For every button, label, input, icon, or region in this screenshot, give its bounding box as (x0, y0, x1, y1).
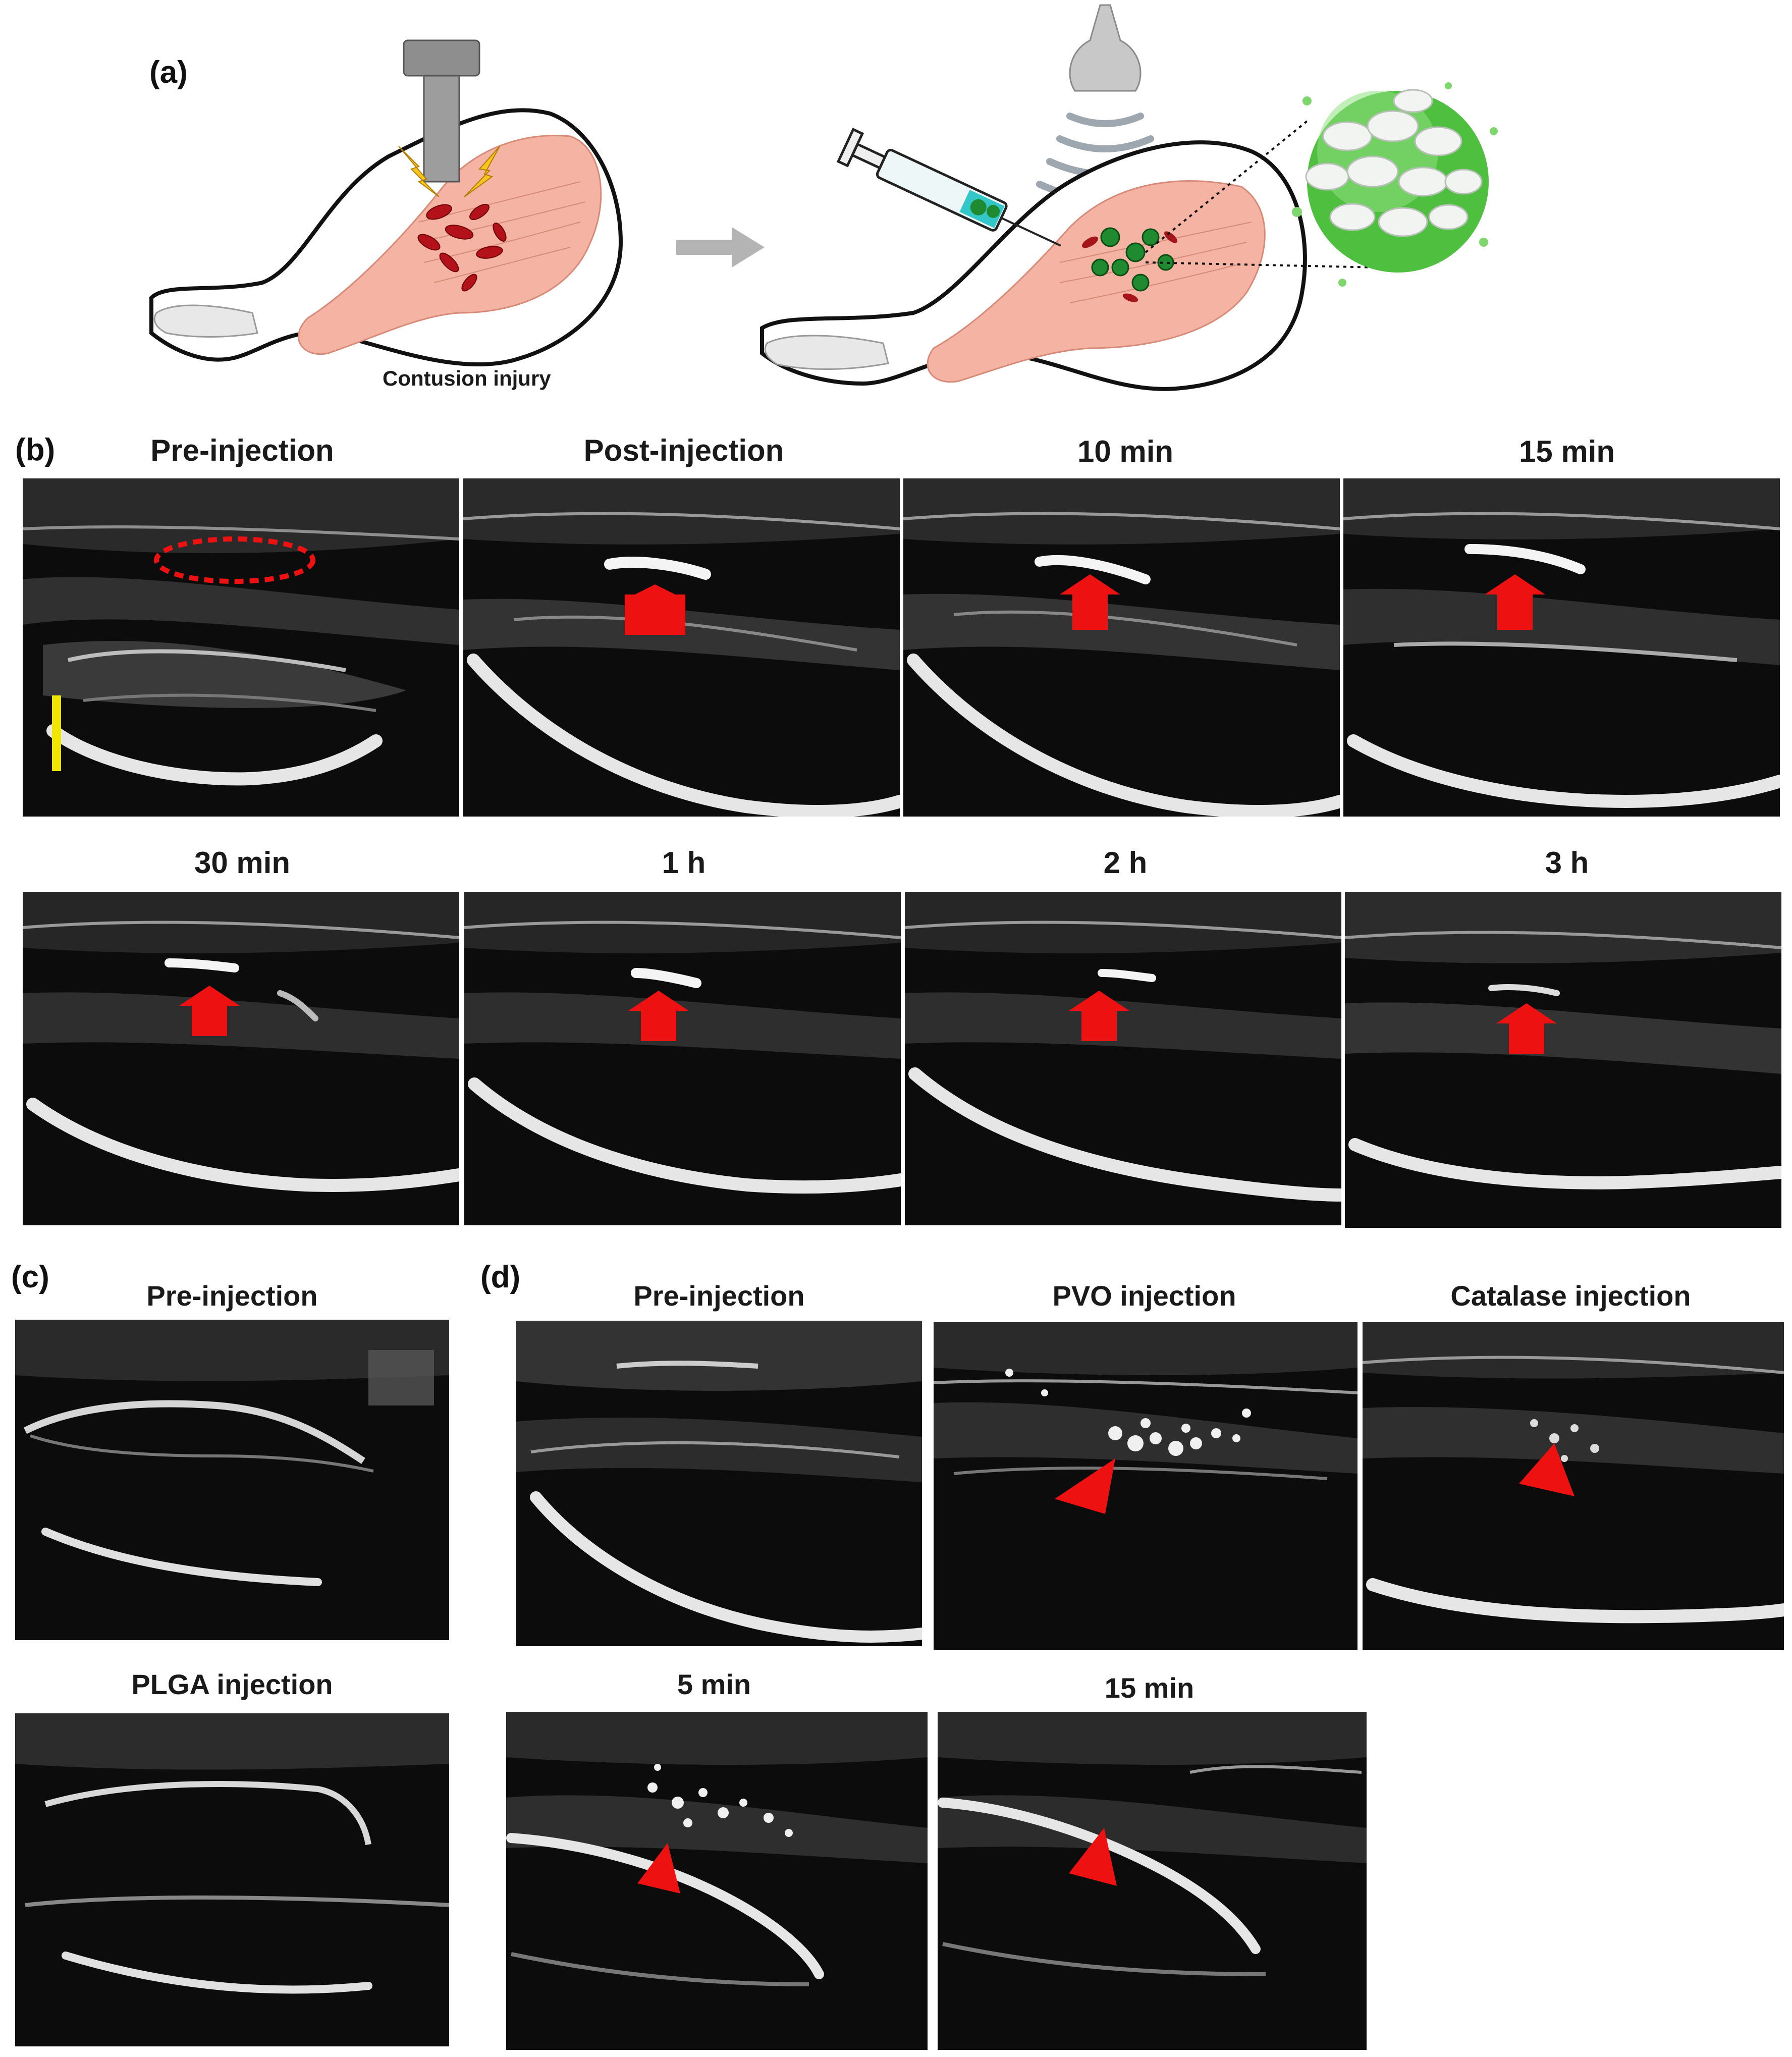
frame-title: 5 min (677, 1668, 751, 1700)
red-arrow-icon (1060, 574, 1120, 630)
frame-title: 30 min (194, 846, 291, 880)
panel-b-label: (b) (15, 432, 56, 467)
frame-title: Pre-injection (150, 434, 334, 467)
red-arrow-icon (1069, 991, 1129, 1041)
frame-title: Post-injection (583, 434, 784, 467)
frame-title: Pre-injection (146, 1280, 318, 1312)
red-arrowhead-icon (1519, 1443, 1574, 1496)
red-arrow-icon (1485, 574, 1545, 630)
frame-title: 2 h (1103, 846, 1148, 880)
ultrasound-frame-5-min (506, 1712, 928, 2050)
panel-c-label: (c) (11, 1260, 49, 1294)
ultrasound-frame-15-min (1343, 478, 1780, 817)
ultrasound-frame-3-h (1345, 892, 1781, 1228)
contusion-illustration (149, 39, 623, 367)
ultrasound-frame-10-min (903, 478, 1340, 817)
contusion-caption: Contusion injury (383, 366, 551, 390)
ultrasound-frame-30-min (23, 892, 459, 1225)
ultrasound-frame-15-min-d (938, 1712, 1367, 2050)
frame-title: 10 min (1077, 435, 1174, 468)
red-arrow-icon (625, 584, 685, 635)
injury-region-ellipse (154, 536, 315, 584)
red-arrow-icon (628, 991, 689, 1041)
ultrasound-frame-pvo-injection (934, 1322, 1357, 1650)
ultrasound-frame-1-h (464, 892, 901, 1225)
ultrasound-frame-c-pre-injection (15, 1320, 449, 1640)
frame-title: 15 min (1104, 1672, 1194, 1704)
frame-title: 15 min (1518, 435, 1615, 468)
injection-illustration (760, 4, 1498, 391)
red-arrowhead-icon (1069, 1828, 1117, 1886)
frame-title: PVO injection (1052, 1280, 1236, 1312)
ultrasound-frame-plga-injection (15, 1713, 449, 2046)
frame-title: Pre-injection (633, 1280, 805, 1312)
ultrasound-frame-post-injection (463, 478, 900, 817)
ultrasound-frame-pre-injection (23, 478, 459, 817)
frame-title: 3 h (1545, 846, 1589, 880)
red-arrow-icon (1496, 1003, 1557, 1054)
ultrasound-frame-2-h (905, 892, 1341, 1225)
frame-title: PLGA injection (131, 1668, 333, 1700)
scale-bar (52, 695, 61, 771)
panel-a-label: (a) (149, 55, 188, 90)
transition-arrow-icon (676, 227, 765, 267)
frame-title: 1 h (662, 846, 706, 880)
ultrasound-frame-catalase-injection (1363, 1322, 1784, 1650)
red-arrow-icon (179, 986, 240, 1036)
red-arrowhead-icon (1055, 1458, 1115, 1514)
panel-d-label: (d) (480, 1260, 521, 1294)
red-arrowhead-icon (637, 1843, 680, 1893)
frame-title: Catalase injection (1450, 1280, 1691, 1312)
ultrasound-frame-d-pre-injection (516, 1321, 922, 1646)
